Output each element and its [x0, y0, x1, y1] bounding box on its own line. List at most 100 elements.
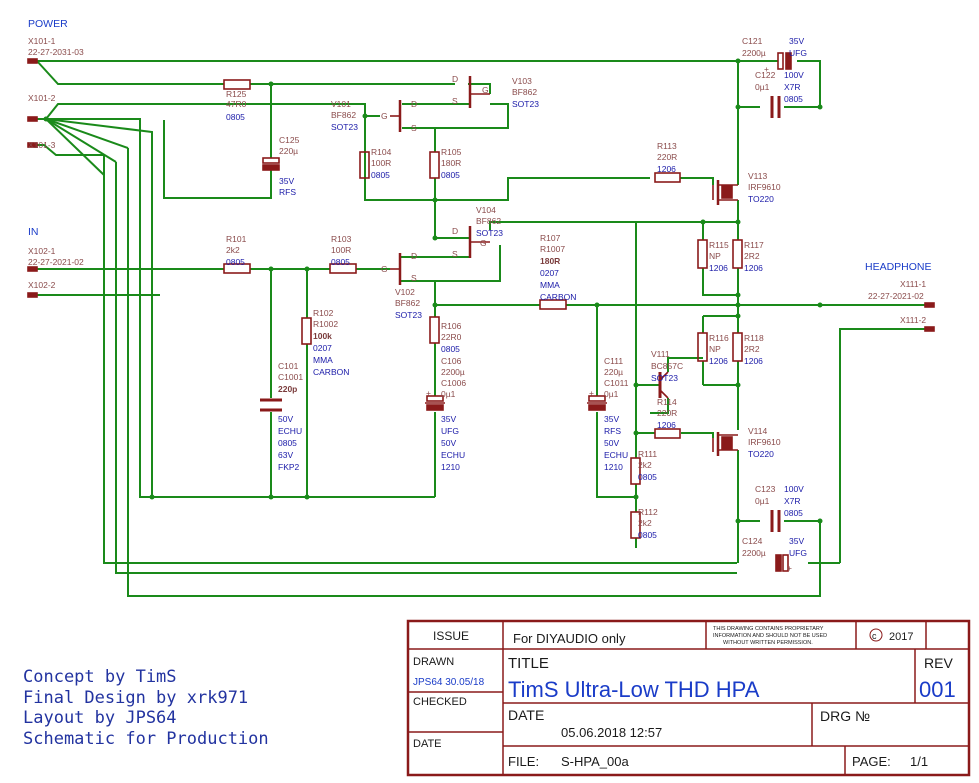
- notice-line-2: INFORMATION AND SHOULD NOT BE USED: [713, 633, 827, 639]
- x111-1-name: X111-1: [900, 279, 926, 289]
- c111-package: 1210: [604, 462, 623, 472]
- v113-package: TO220: [748, 194, 774, 204]
- r114-value: 220R: [657, 408, 677, 418]
- c106-alt: C1006: [441, 378, 466, 388]
- c111-value: 220µ: [604, 367, 623, 377]
- r125-label: R125: [226, 89, 247, 99]
- title-block-text: ISSUE For DIYAUDIO only THIS DRAWING CON…: [413, 626, 956, 769]
- c111-value2: 0µ1: [604, 389, 619, 399]
- page-label: PAGE:: [852, 754, 891, 769]
- c121-voltage: 35V: [789, 36, 804, 46]
- v103-pin-g: G: [482, 85, 489, 95]
- title-label: TITLE: [508, 655, 549, 672]
- r111-label: R111: [638, 449, 657, 459]
- r118-package: 1206: [744, 356, 763, 366]
- r103-label: R103: [331, 234, 352, 244]
- issue-value: For DIYAUDIO only: [513, 631, 626, 646]
- c106-plus: +: [426, 388, 431, 398]
- resistor-r103: [329, 263, 357, 274]
- jfet-v104: [468, 226, 490, 258]
- r107-series: MMA: [540, 280, 560, 290]
- junction-dots: [43, 58, 823, 524]
- drawn-label: DRAWN: [413, 656, 454, 668]
- r104-package: 0805: [371, 170, 390, 180]
- mosfet-v113: [712, 180, 738, 205]
- r104-label: R104: [371, 147, 392, 157]
- v111-type: BC857C: [651, 361, 683, 371]
- x101-1-part: 22-27-2031-03: [28, 47, 84, 57]
- c106-type: UFG: [441, 426, 459, 436]
- v103-pin-d: D: [452, 74, 458, 84]
- r115-label: R115: [709, 240, 729, 250]
- pin-x101-3: [27, 142, 38, 148]
- v113-type: IRF9610: [748, 182, 781, 192]
- r125-package: 0805: [226, 112, 245, 122]
- v104-package: SOT23: [476, 228, 503, 238]
- credit-layout: Layout by JPS64: [23, 708, 177, 728]
- pin-x102-1: [27, 266, 38, 272]
- jfet-v103: [468, 76, 490, 108]
- resistor-r104: [359, 151, 370, 179]
- r106-package: 0805: [441, 344, 460, 354]
- c111-type: RFS: [604, 426, 621, 436]
- v104-pin-d: D: [452, 226, 458, 236]
- r112-label: R112: [638, 507, 658, 517]
- resistor-r107: [539, 299, 567, 310]
- resistor-r101: [223, 263, 251, 274]
- c123-package: 0805: [784, 508, 803, 518]
- c125-value: 220µ: [279, 146, 298, 156]
- c123-type: X7R: [784, 496, 801, 506]
- c123-voltage: 100V: [784, 484, 804, 494]
- date-value: 05.06.2018 12:57: [561, 725, 662, 740]
- capacitor-c122: [770, 96, 781, 118]
- c106-value2: 0µ1: [441, 389, 456, 399]
- capacitor-c106: [425, 395, 445, 411]
- pin-letters: D S G D S G D S G D S G + + + +: [381, 64, 792, 573]
- c121-type: UFG: [789, 48, 807, 58]
- c106-value: 2200µ: [441, 367, 465, 377]
- capacitor-c101: [260, 398, 282, 412]
- r116-value: NP: [709, 344, 721, 354]
- x102-2-name: X102-2: [28, 280, 56, 290]
- capacitor-c124: [775, 554, 789, 572]
- c122-label: C122: [755, 70, 776, 80]
- c122-type: X7R: [784, 82, 801, 92]
- c122-voltage: 100V: [784, 70, 804, 80]
- v102-package: SOT23: [395, 310, 422, 320]
- x102-1-part: 22-27-2021-02: [28, 257, 84, 267]
- r101-label: R101: [226, 234, 247, 244]
- mosfet-v114: [712, 432, 738, 456]
- c106-voltage2: 50V: [441, 438, 456, 448]
- v104-pin-g: G: [480, 238, 487, 248]
- c122-value: 0µ1: [755, 82, 770, 92]
- r117-label: R117: [744, 240, 764, 250]
- rev-value: 001: [919, 677, 956, 702]
- pin-x102-2: [27, 292, 38, 298]
- c101-label: C101: [278, 361, 299, 371]
- c124-label: C124: [742, 536, 763, 546]
- pin-x101-1: [27, 58, 38, 64]
- r107-value: 180R: [540, 256, 560, 266]
- components: [27, 52, 935, 572]
- copyright-year: 2017: [889, 631, 913, 643]
- v111-label: V111: [651, 349, 670, 359]
- r118-value: 2R2: [744, 344, 760, 354]
- c121-label: C121: [742, 36, 763, 46]
- checked-label: CHECKED: [413, 696, 467, 708]
- file-value: S-HPA_00a: [561, 754, 629, 769]
- pin-x111-2: [924, 326, 935, 332]
- v102-pin-d: D: [411, 251, 417, 261]
- v103-pin-s: S: [452, 96, 458, 106]
- pin-x101-2: [27, 116, 38, 122]
- r113-label: R113: [657, 141, 677, 151]
- resistor-r114: [654, 428, 681, 439]
- notice-line-3: WITHOUT WRITTEN PERMISSION.: [723, 640, 813, 646]
- x101-1-name: X101-1: [28, 36, 56, 46]
- r113-package: 1206: [657, 164, 676, 174]
- pin-x111-1: [924, 302, 935, 308]
- c101-alt: C1001: [278, 372, 303, 382]
- v104-type: BF862: [476, 216, 501, 226]
- section-headphone: HEADPHONE: [865, 261, 932, 273]
- r118-label: R118: [744, 333, 764, 343]
